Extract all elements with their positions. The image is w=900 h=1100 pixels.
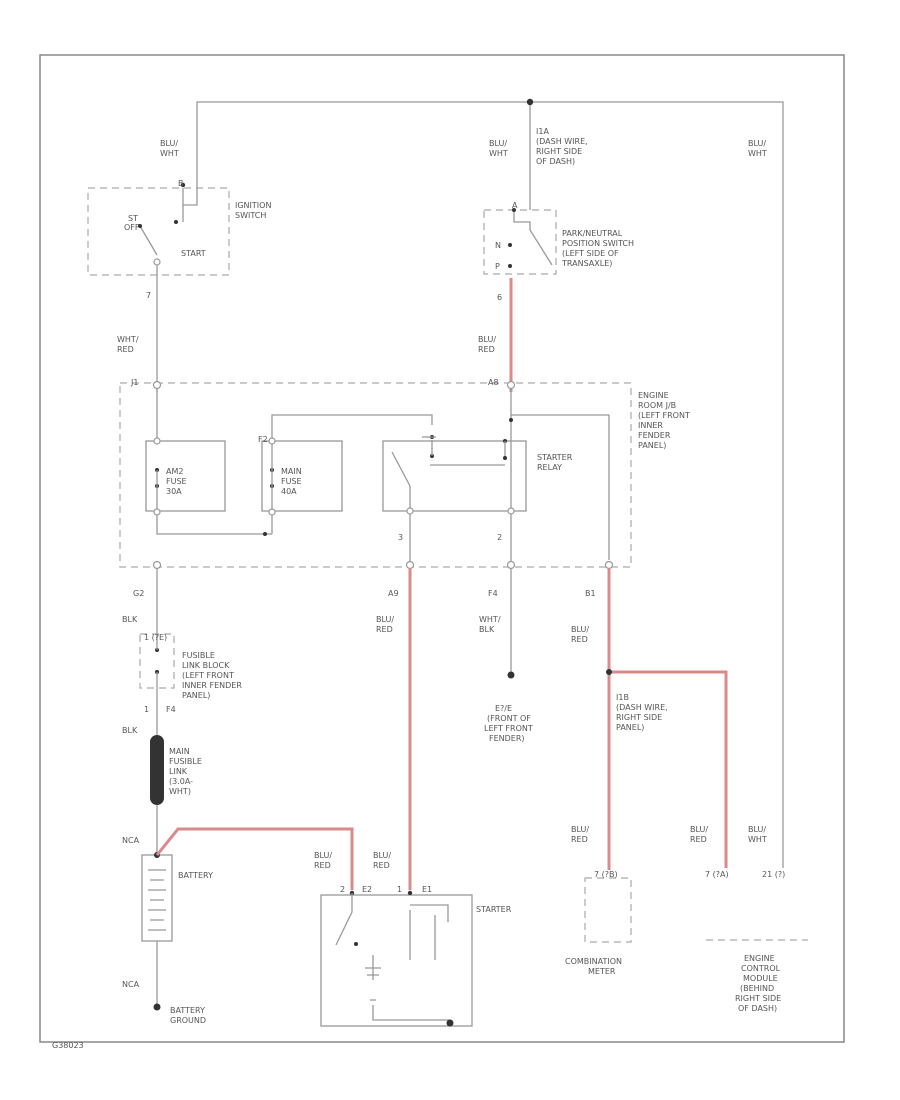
relay-pin-3: 3 [398, 533, 403, 542]
ground-label: E?/E (FRONT OF LEFT FRONT FENDER) [484, 704, 535, 743]
diagram-frame [39, 54, 845, 1043]
pn-pin-p: P [495, 262, 500, 271]
ignition-start-label: START [181, 249, 206, 258]
wire-label-blk-2: BLK [122, 726, 138, 735]
splice-top-label: I1A (DASH WIRE, RIGHT SIDE OF DASH) [536, 127, 590, 166]
pn-pin-out: 6 [497, 293, 502, 302]
jb-pin-b1: B1 [585, 589, 596, 598]
fusible-link-pin-f4: F4 [166, 705, 176, 714]
jb-pin-f2: F2 [258, 435, 268, 444]
meter-pin: 7 (?B) [594, 870, 618, 879]
jb-pin-a8: A8 [488, 378, 499, 387]
ground-point [507, 568, 515, 679]
top-feed-wires [196, 98, 784, 868]
starter-label: STARTER [476, 905, 512, 914]
wire-label-blu-red-b1: BLU/RED [571, 625, 589, 644]
ignition-pin-in: B [178, 179, 184, 188]
wire-label-blu-red-meter: BLU/RED [571, 825, 589, 844]
relay-pin-2: 2 [497, 533, 502, 542]
pn-pin-n: N [495, 241, 501, 250]
park-neutral-position-switch [483, 208, 557, 392]
wire-label-blu-red-pn: BLU/RED [478, 335, 496, 354]
wire-label-blk-1: BLK [122, 615, 138, 624]
engine-room-jb-label: ENGINE ROOM J/B (LEFT FRONT INNER FENDER… [638, 391, 692, 450]
main-fusible-link-symbol [150, 735, 164, 805]
main-fusible-link-label: MAIN FUSIBLE LINK (3.0A- WHT) [169, 747, 204, 796]
pn-switch-label: PARK/NEUTRAL POSITION SWITCH (LEFT SIDE … [561, 229, 637, 268]
wire-label-blu-wht-ecm: BLU/WHT [748, 825, 767, 844]
ecm-pin-2: 21 (?) [762, 870, 785, 879]
battery-label: BATTERY [178, 871, 213, 880]
ignition-pin-out: 7 [146, 291, 151, 300]
starter-pin-2: 2 [340, 885, 345, 894]
pn-pin-a: A [512, 201, 518, 210]
meter-ecm-feed [584, 568, 808, 943]
starter-pin-1: 1 [397, 885, 402, 894]
ecm-label: ENGINE CONTROL MODULE (BEHIND RIGHT SIDE… [735, 954, 784, 1013]
jb-pin-g2: G2 [133, 589, 144, 598]
wire-label-blu-red-ecm: BLU/RED [690, 825, 708, 844]
jb-pin-a9: A9 [388, 589, 399, 598]
fusible-link-block-label: FUSIBLE LINK BLOCK (LEFT FRONT INNER FEN… [182, 651, 244, 700]
fusible-link-pin-top: 1 (?E) [144, 633, 167, 642]
wire-label-top-mid: BLU/WHT [489, 139, 508, 158]
ignition-switch [87, 182, 230, 392]
wire-label-blu-red-st1: BLU/RED [314, 851, 332, 870]
battery-feed [139, 568, 354, 1011]
wire-label-top-left: BLU/WHT [160, 139, 179, 158]
starter [320, 568, 473, 1027]
main-fuse-label: MAIN FUSE 40A [281, 467, 304, 496]
fusible-link-pin-1: 1 [144, 705, 149, 714]
jb-pin-f4: F4 [488, 589, 498, 598]
jb-pin-j1: J1 [130, 378, 138, 387]
ignition-st-label: ST [128, 214, 138, 223]
wire-label-top-right: BLU/WHT [748, 139, 767, 158]
starter-pin-e2: E2 [362, 885, 372, 894]
battery-symbol [141, 854, 173, 942]
wire-label-wht-red: WHT/RED [117, 335, 139, 354]
wire-label-blu-red-a9: BLU/RED [376, 615, 394, 634]
wire-label-nca-1: NCA [122, 836, 140, 845]
ignition-off-label: OFF [124, 223, 140, 232]
wire-label-nca-2: NCA [122, 980, 140, 989]
ecm-pin-1: 7 (?A) [705, 870, 729, 879]
footer-code: G38023 [52, 1041, 84, 1050]
wire-label-blu-red-st2: BLU/RED [373, 851, 391, 870]
am2-fuse-label: AM2 FUSE 30A [166, 467, 189, 496]
splice-mid-label: I1B (DASH WIRE, RIGHT SIDE PANEL) [616, 693, 670, 732]
starter-pin-e1: E1 [422, 885, 432, 894]
wire-label-wht-blk: WHT/BLK [479, 615, 501, 634]
engine-room-junction-block [119, 380, 632, 568]
